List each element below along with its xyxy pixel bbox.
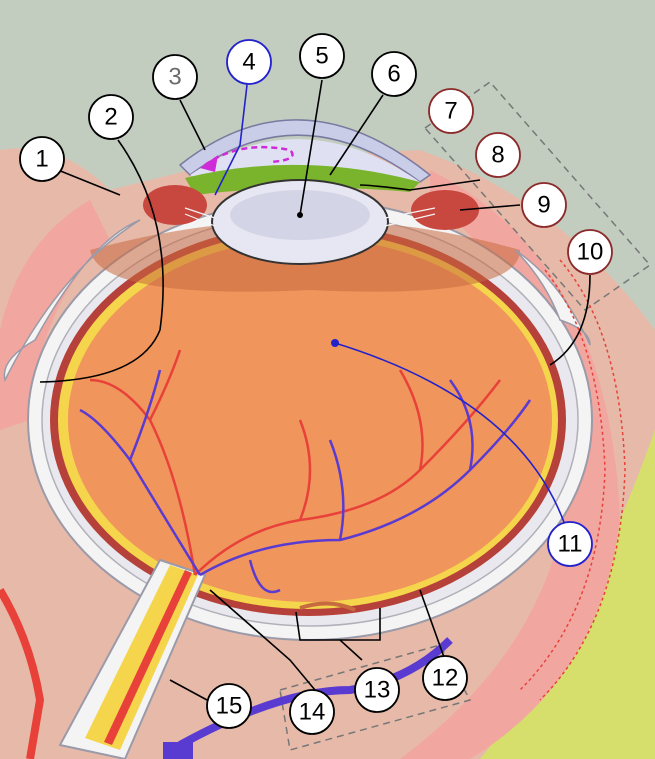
callout-13-label: 13 — [364, 677, 391, 704]
eyelid-edge-right — [514, 249, 591, 346]
callout-5-label: 5 — [315, 43, 328, 70]
callout-5: 5 — [299, 33, 345, 79]
vitreous-body — [68, 238, 552, 602]
leader-dot-11 — [331, 339, 339, 347]
callout-15: 15 — [206, 683, 252, 729]
callout-12-label: 12 — [432, 665, 459, 692]
zonule-fibers — [184, 207, 436, 227]
callout-1-label: 1 — [35, 146, 48, 173]
callout-6-label: 6 — [387, 61, 400, 88]
callout-9-label: 9 — [537, 192, 550, 219]
callout-8: 8 — [475, 132, 521, 178]
leader-lines — [39, 79, 591, 701]
callout-11-label: 11 — [558, 531, 583, 558]
callout-2-label: 2 — [104, 104, 117, 131]
leader-dot-5 — [297, 212, 303, 218]
aqueous-flow-arrow — [204, 145, 294, 167]
callout-6: 6 — [371, 51, 417, 97]
callout-8-label: 8 — [491, 142, 504, 169]
cornea — [178, 119, 432, 183]
ophthalmic-artery — [0, 587, 45, 759]
callout-3-label: 3 — [168, 64, 181, 91]
callout-3: 3 — [152, 54, 198, 100]
fovea — [299, 601, 356, 612]
callout-4-label: 4 — [242, 49, 255, 76]
callout-9: 9 — [521, 182, 567, 228]
callout-10-label: 10 — [577, 239, 604, 266]
callout-4: 4 — [226, 39, 272, 85]
callout-11: 11 — [547, 521, 593, 567]
retinal-vessels — [79, 349, 532, 594]
vein-stub — [163, 742, 193, 759]
callout-14-label: 14 — [299, 699, 326, 726]
muscle-region-left — [0, 200, 110, 430]
callout-14: 14 — [289, 689, 335, 735]
dotted-vessel-right — [539, 259, 626, 701]
callout-7: 7 — [428, 88, 474, 134]
aqueous-flow-arrowhead — [200, 155, 218, 172]
callout-13: 13 — [354, 667, 400, 713]
callout-15-label: 15 — [216, 693, 243, 720]
central-retinal-artery — [104, 570, 192, 745]
callout-2: 2 — [88, 94, 134, 140]
callout-12: 12 — [422, 655, 468, 701]
ciliary-body-left — [143, 185, 207, 225]
fat-tissue-region — [480, 430, 655, 759]
callout-7-label: 7 — [444, 98, 457, 125]
nerve-dashed-box — [279, 644, 472, 751]
callout-10: 10 — [567, 229, 613, 275]
eyelid-edge-left — [3, 219, 141, 383]
ciliary-body-right — [411, 190, 479, 230]
callout-1: 1 — [19, 136, 65, 182]
dotted-vessel-right-2 — [519, 269, 606, 691]
